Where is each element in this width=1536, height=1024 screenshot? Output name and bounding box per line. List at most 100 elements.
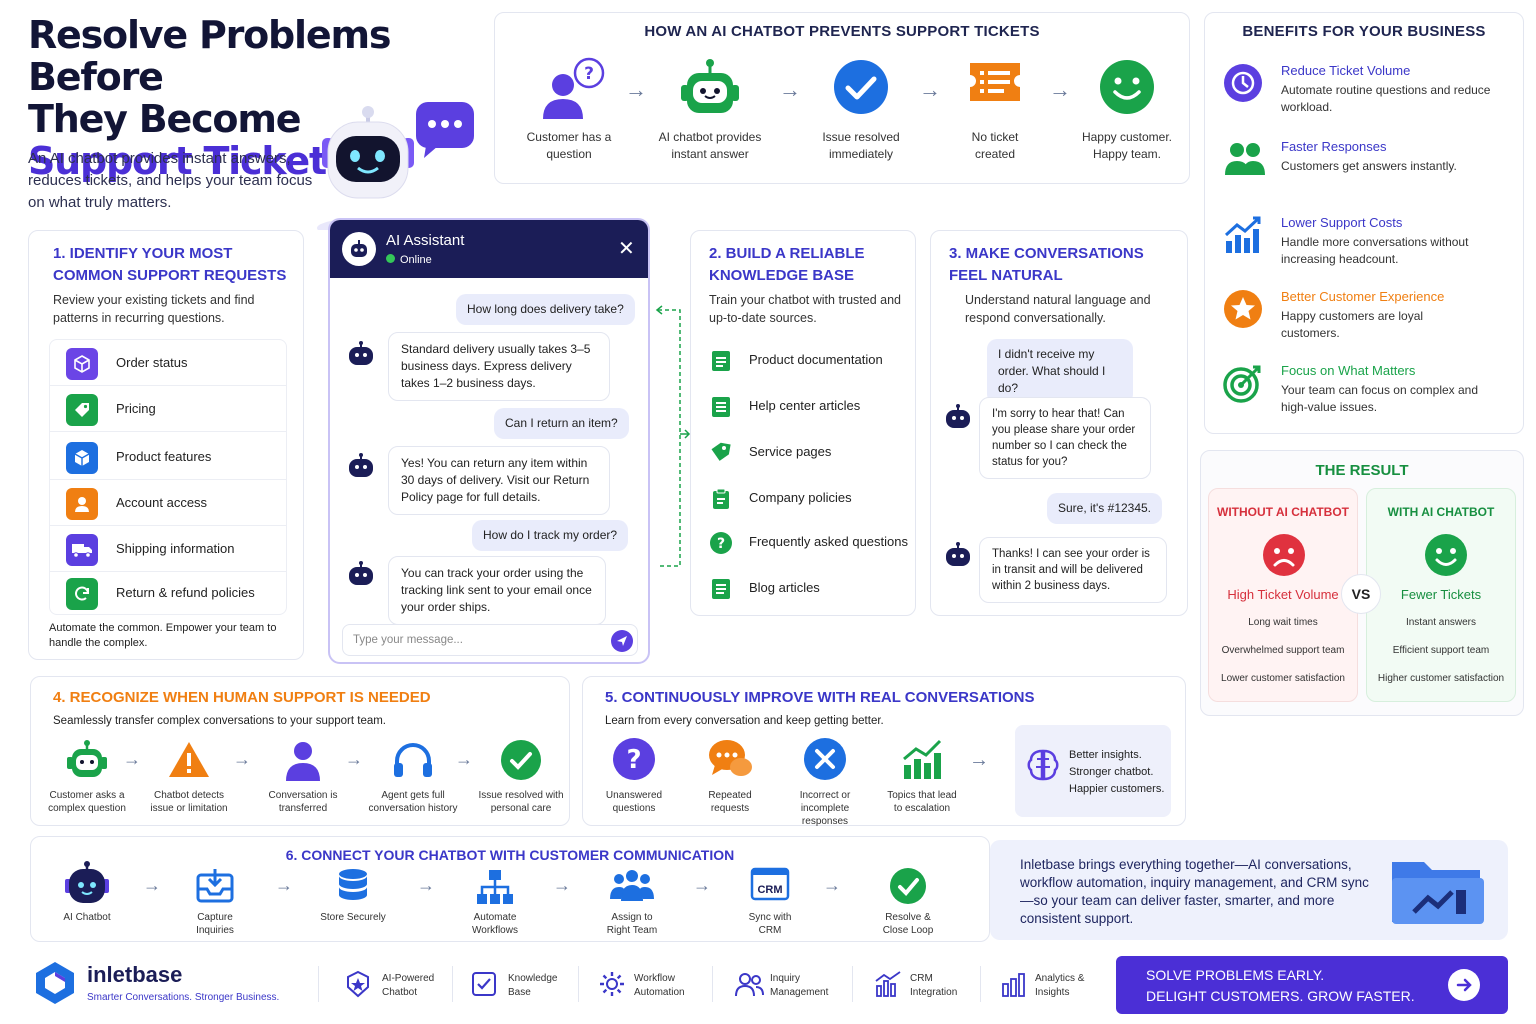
online-dot-icon xyxy=(386,254,395,263)
chat-message-bot: Yes! You can return any item within 30 d… xyxy=(388,446,610,515)
benefit-desc: Your team can focus on complex and high-… xyxy=(1281,383,1479,414)
flow-arrow-icon: → xyxy=(919,77,941,102)
benefit-title: Better Customer Experience xyxy=(1281,289,1445,304)
connect-step-label: Resolve & Close Loop xyxy=(882,912,934,936)
smiley-icon xyxy=(1069,57,1185,129)
benefit-desc: Customers get answers instantly. xyxy=(1281,159,1457,173)
feature-line2: Automation xyxy=(634,987,685,998)
flow-step-chatbot-answer: AI chatbot provides instant answer xyxy=(645,57,775,163)
close-icon[interactable]: ✕ xyxy=(618,238,635,260)
send-icon[interactable] xyxy=(611,630,633,652)
arrow-right-icon[interactable] xyxy=(1448,969,1480,1001)
folder-chart-icon xyxy=(1388,852,1488,933)
request-label: Order status xyxy=(116,355,188,370)
connect-step-automate: Automate Workflows xyxy=(451,867,539,937)
analytics-icon xyxy=(1000,970,1028,1002)
bot-icon xyxy=(346,452,376,485)
star-badge-icon xyxy=(1223,289,1263,329)
connect-step-crm: CRM Sync with CRM xyxy=(725,867,815,937)
connect-step-chatbot: AI Chatbot xyxy=(43,861,131,924)
brain-icon xyxy=(1025,747,1061,788)
escalation-step-transfer: Conversation is transferred xyxy=(257,739,349,815)
benefit-better-experience: Better Customer Experience Happy custome… xyxy=(1223,289,1503,345)
chat-message-bot: Standard delivery usually takes 3–5 busi… xyxy=(388,332,610,401)
clipboard-icon xyxy=(709,487,733,516)
flow-arrow-icon: → xyxy=(693,875,711,895)
request-item-returns: Return & refund policies xyxy=(50,572,286,616)
step3-desc: Understand natural language and respond … xyxy=(965,293,1151,325)
request-label: Shipping information xyxy=(116,541,235,556)
bot-icon xyxy=(346,560,376,593)
question-circle-icon: ? xyxy=(591,737,677,789)
footer-divider xyxy=(712,966,713,1002)
connect-step-label: Assign to Right Team xyxy=(606,912,658,936)
chat-message-user: Can I return an item? xyxy=(494,408,629,439)
flow-title: HOW AN AI CHATBOT PREVENTS SUPPORT TICKE… xyxy=(644,23,1040,40)
bot-icon xyxy=(346,340,376,373)
step6-card: 6. CONNECT YOUR CHATBOT WITH CUSTOMER CO… xyxy=(30,836,990,942)
benefit-faster-responses: Faster Responses Customers get answers i… xyxy=(1223,139,1503,195)
flow-arrow-icon: → xyxy=(553,875,571,895)
cta-banner[interactable]: SOLVE PROBLEMS EARLY. DELIGHT CUSTOMERS.… xyxy=(1116,956,1508,1014)
feature-line1: Inquiry xyxy=(770,973,801,984)
svg-text:?: ? xyxy=(584,64,594,84)
kb-label: Company policies xyxy=(749,490,852,505)
result-with-point: Instant answers xyxy=(1405,617,1477,628)
chat-message-bot: You can track your order using the track… xyxy=(388,556,606,625)
inletbase-logo-icon xyxy=(34,960,76,1011)
step2-title: 2. BUILD A RELIABLE KNOWLEDGE BASE xyxy=(709,245,865,284)
request-label: Account access xyxy=(116,495,208,510)
kb-label: Blog articles xyxy=(749,580,820,595)
request-label: Return & refund policies xyxy=(116,585,255,600)
benefit-desc: Happy customers are loyal customers. xyxy=(1281,309,1424,340)
brand-tagline: Smarter Conversations. Stronger Business… xyxy=(87,992,280,1003)
bot-icon xyxy=(943,541,973,574)
improve-unanswered: ? Unanswered questions xyxy=(591,737,677,815)
escalation-step-label: Chatbot detects issue or limitation xyxy=(150,790,228,814)
chat-kb-connector xyxy=(655,305,691,567)
chat-input-box[interactable]: Type your message... xyxy=(342,624,638,656)
improve-label: Repeated requests xyxy=(708,790,752,814)
happy-face-icon xyxy=(1424,533,1468,582)
chat-message-user: How do I track my order? xyxy=(472,520,629,551)
escalation-step-label: Customer asks a complex question xyxy=(48,790,126,814)
request-item-account-access: Account access xyxy=(50,482,286,526)
flow-step-no-ticket: No ticket created xyxy=(939,57,1051,163)
chat-window: AI Assistant Online ✕ How long does deli… xyxy=(328,218,650,664)
price-tag-icon xyxy=(66,394,98,426)
chat-status: Online xyxy=(386,254,432,266)
escalation-step-customer: Customer asks a complex question xyxy=(37,739,137,815)
cta-line1: SOLVE PROBLEMS EARLY. xyxy=(1146,967,1325,983)
conversation-message-bot: Thanks! I can see your order is in trans… xyxy=(979,537,1167,603)
user-icon xyxy=(66,488,98,520)
flow-step-label: Issue resolved immediately xyxy=(822,130,900,161)
connect-step-label: Sync with CRM xyxy=(748,912,792,936)
ai-chatbot-icon xyxy=(344,970,372,1002)
step5-desc: Learn from every conversation and keep g… xyxy=(605,715,884,727)
workflow-icon xyxy=(451,867,539,911)
team-icon xyxy=(587,867,677,911)
result-without-point: Overwhelmed support team xyxy=(1221,645,1345,656)
step6-title: 6. CONNECT YOUR CHATBOT WITH CUSTOMER CO… xyxy=(285,847,735,863)
clock-icon xyxy=(1223,63,1263,103)
conversation-message-user: I didn't receive my order. What should I… xyxy=(987,339,1133,404)
escalation-step-label: Conversation is transferred xyxy=(268,790,338,814)
result-without-point: Long wait times xyxy=(1248,617,1318,628)
step5-title: 5. CONTINUOUSLY IMPROVE WITH REAL CONVER… xyxy=(605,689,1035,706)
connect-step-store: Store Securely xyxy=(307,867,399,924)
result-with-header: WITH AI CHATBOT xyxy=(1387,505,1495,519)
outcome-line: Stronger chatbot. xyxy=(1069,766,1154,778)
hero-subtitle: An AI chatbot provides instant answers, … xyxy=(28,150,313,211)
flow-step-label: No ticket created xyxy=(971,130,1019,161)
bot-icon xyxy=(943,403,973,436)
flow-step-label: AI chatbot provides instant answer xyxy=(658,130,762,161)
step4-title: 4. RECOGNIZE WHEN HUMAN SUPPORT IS NEEDE… xyxy=(53,689,431,706)
result-title: THE RESULT xyxy=(1315,462,1409,479)
step2-desc: Train your chatbot with trusted and up-t… xyxy=(709,293,901,325)
result-without-column: WITHOUT AI CHATBOT High Ticket Volume Lo… xyxy=(1208,488,1358,702)
users-icon xyxy=(734,970,764,1002)
flow-arrow-icon: → xyxy=(455,749,473,769)
feature-line1: Workflow xyxy=(634,973,675,984)
chat-input-placeholder: Type your message... xyxy=(353,634,463,646)
footer-divider xyxy=(452,966,453,1002)
